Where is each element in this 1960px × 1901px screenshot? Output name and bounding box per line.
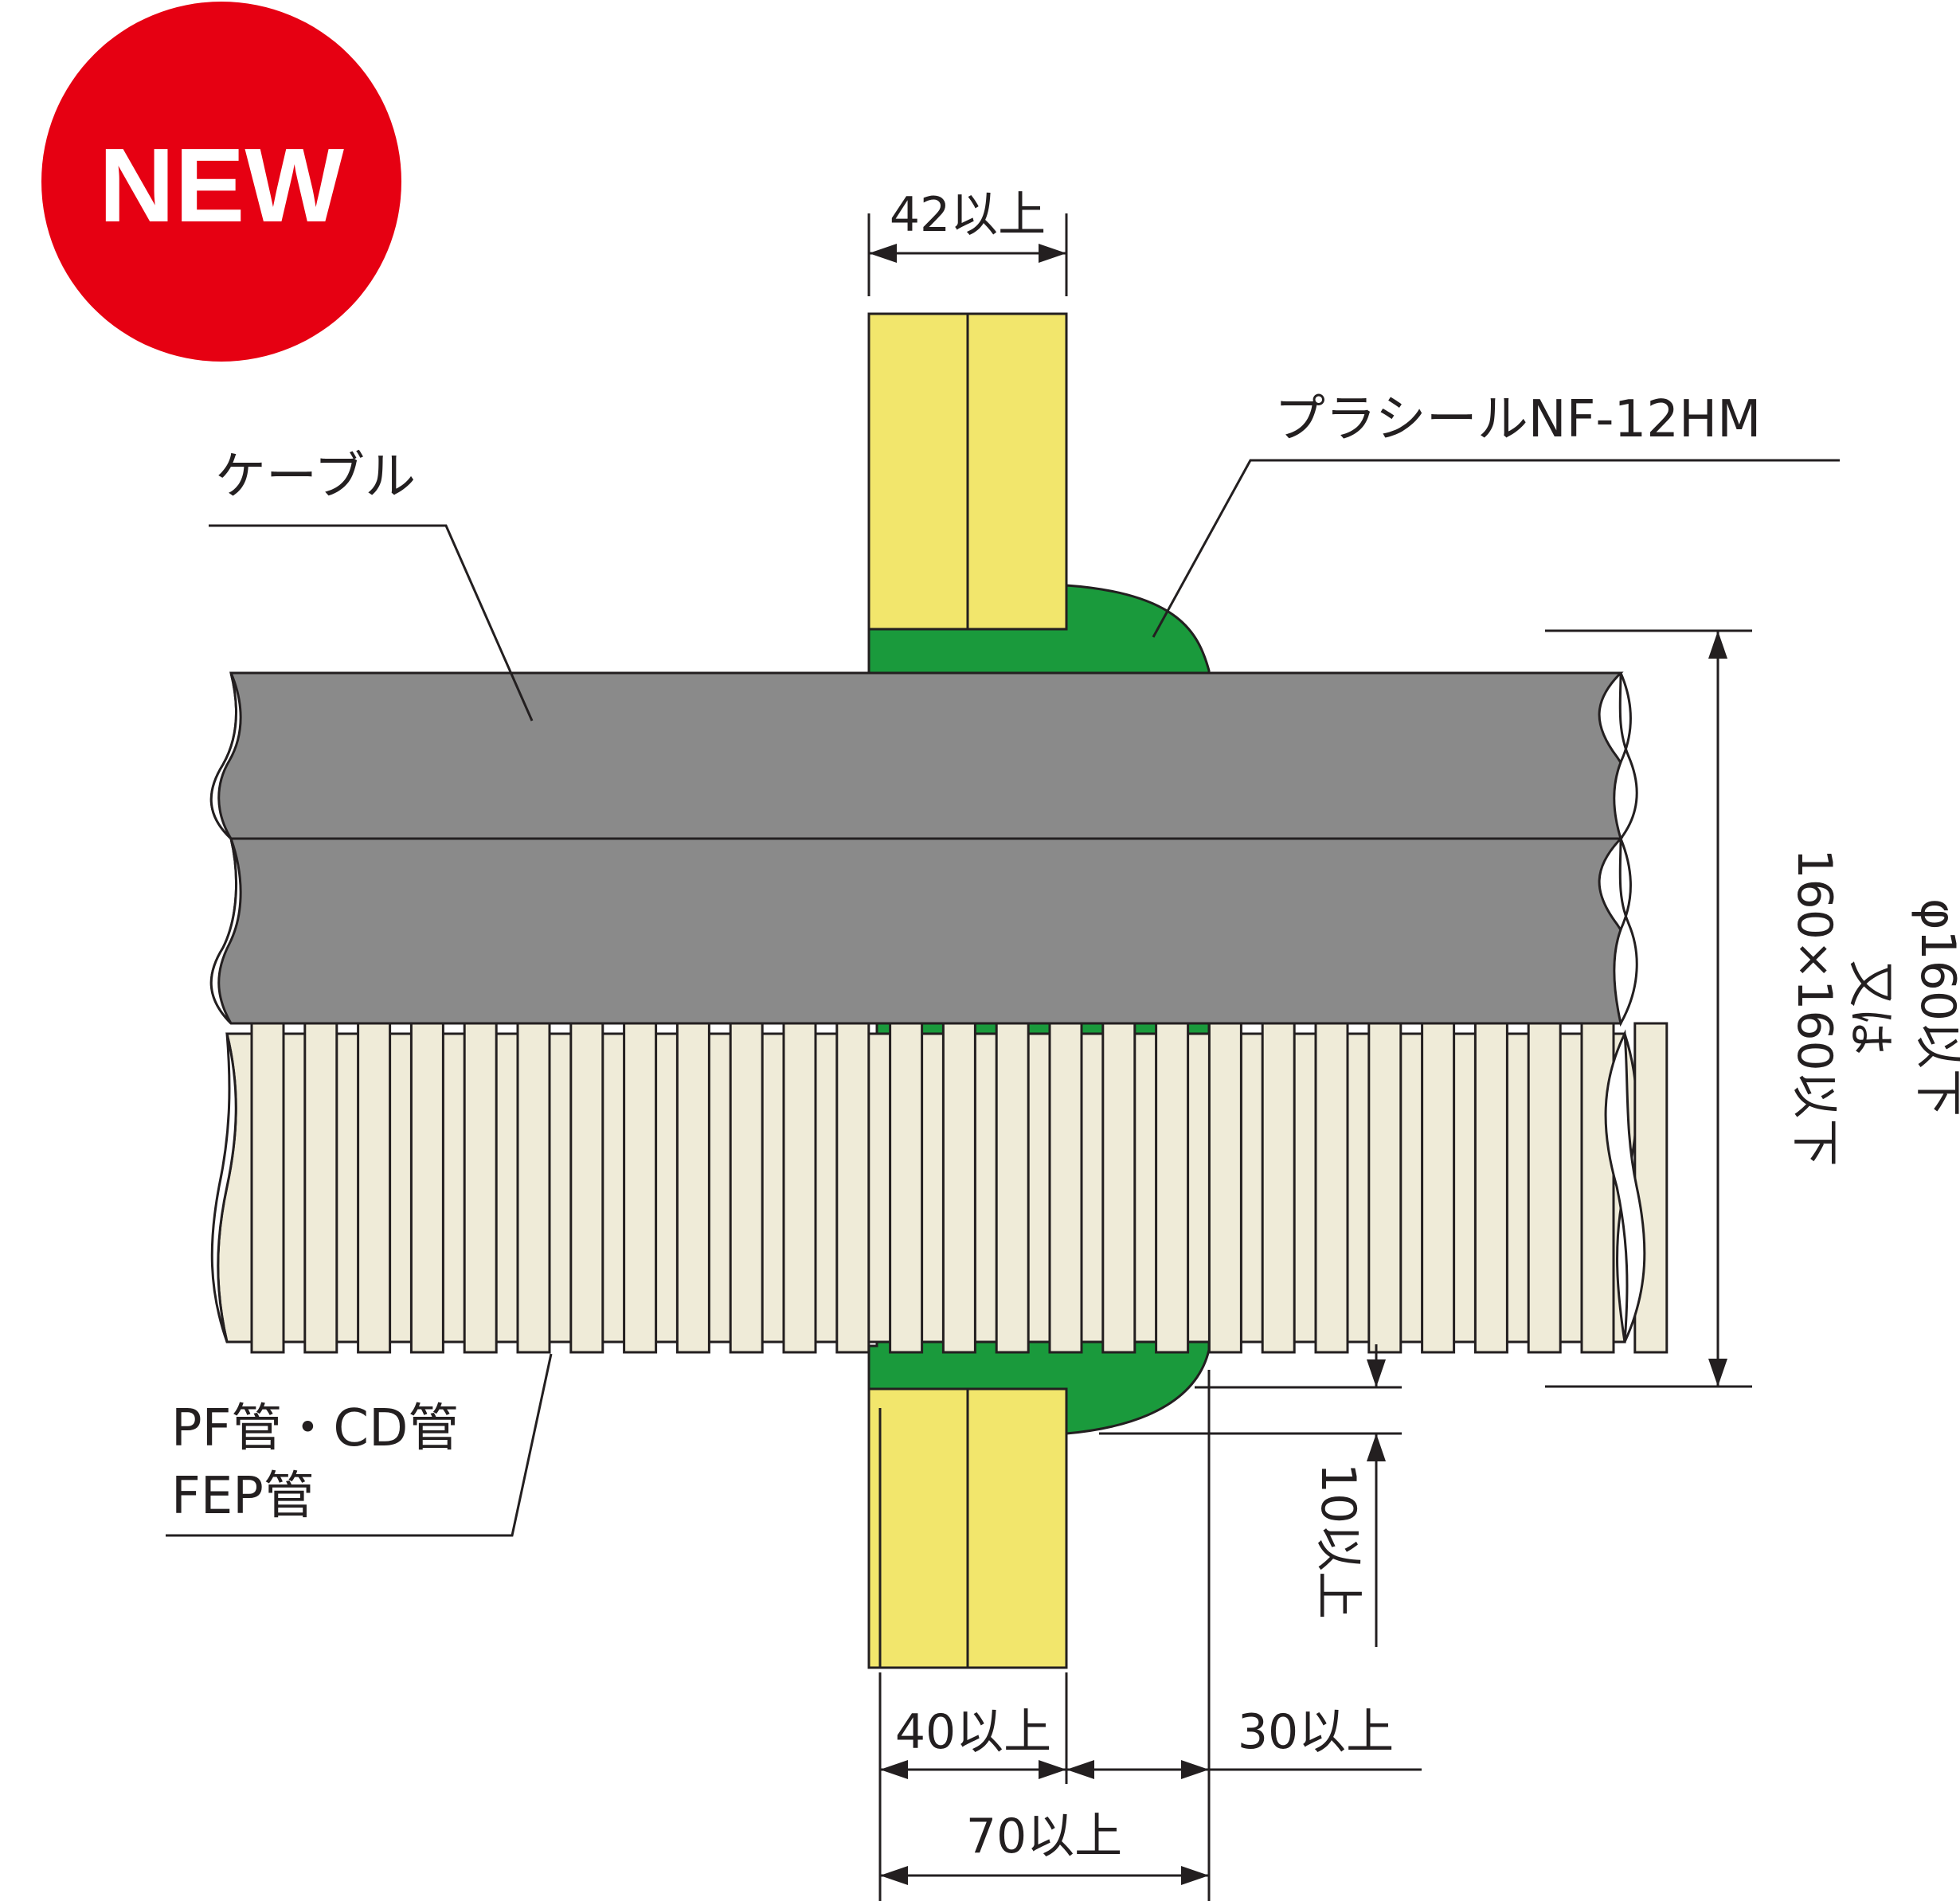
pipe-rib xyxy=(1527,1022,1562,1354)
dim-overhang-text: 30以上 xyxy=(1238,1704,1394,1760)
pipe-label-line2: FEP管 xyxy=(171,1467,315,1526)
pipe-rib xyxy=(1101,1022,1136,1354)
pipe-rib xyxy=(995,1022,1030,1354)
dim-wall-bottom-text: 40以上 xyxy=(895,1704,1051,1760)
pipe-rib xyxy=(569,1022,604,1354)
pipe-rib xyxy=(250,1022,285,1354)
pipe-rib xyxy=(516,1022,551,1354)
pipe-rib xyxy=(623,1022,658,1354)
dim-opening-line1: 160×160以下 xyxy=(1786,848,1842,1166)
pipe-rib xyxy=(1314,1022,1349,1354)
pipe-rib xyxy=(729,1022,764,1354)
dim-bottom: 40以上 30以上 70以上 xyxy=(878,1370,1422,1901)
new-badge-text: NEW xyxy=(99,127,344,244)
cable-label: ケーブル xyxy=(215,448,416,507)
dim-clearance-text: 10以上 xyxy=(1310,1463,1366,1619)
pipe-rib xyxy=(782,1022,817,1354)
dim-opening: 160×160以下 又は φ160以下 xyxy=(1545,629,1960,1388)
pipe-label-line1: PF管・CD管 xyxy=(171,1399,459,1458)
pipe-rib xyxy=(1421,1022,1456,1354)
dim-total-text: 70以上 xyxy=(966,1809,1122,1864)
new-badge: NEW xyxy=(41,2,401,362)
pipe-rib xyxy=(1580,1022,1615,1354)
pipe-rib xyxy=(1261,1022,1296,1354)
wall-top xyxy=(867,312,1068,631)
new-badge-circle xyxy=(41,2,401,362)
leader-lines xyxy=(166,459,1840,1537)
wall-bottom xyxy=(867,1387,1068,1669)
dim-clearance: 10以上 xyxy=(1099,1344,1402,1647)
cable xyxy=(209,671,1638,1027)
pipe-ribs xyxy=(250,1022,1669,1354)
dim-wall-top-text: 42以上 xyxy=(890,187,1046,243)
pipe-rib xyxy=(1048,1022,1083,1354)
pipe-rib xyxy=(1207,1022,1242,1354)
pipe-rib xyxy=(1155,1022,1190,1354)
pipe-rib xyxy=(357,1022,392,1354)
pipe-rib xyxy=(1473,1022,1508,1354)
pipe-rib xyxy=(889,1022,924,1354)
pipe-rib xyxy=(303,1022,338,1354)
pipe-rib xyxy=(463,1022,498,1354)
pipe-rib xyxy=(675,1022,710,1354)
dim-opening-line2: 又は xyxy=(1842,960,1898,1055)
pipe-rib xyxy=(941,1022,976,1354)
dim-opening-line3: φ160以下 xyxy=(1910,898,1960,1117)
sealant-label: プラシールNF-12HM xyxy=(1274,390,1761,449)
pipe-rib xyxy=(409,1022,444,1354)
pipe-rib xyxy=(1367,1022,1403,1354)
pipe-rib xyxy=(835,1022,870,1354)
corrugated-pipe xyxy=(210,1022,1669,1354)
dim-wall-top: 42以上 xyxy=(867,187,1068,296)
